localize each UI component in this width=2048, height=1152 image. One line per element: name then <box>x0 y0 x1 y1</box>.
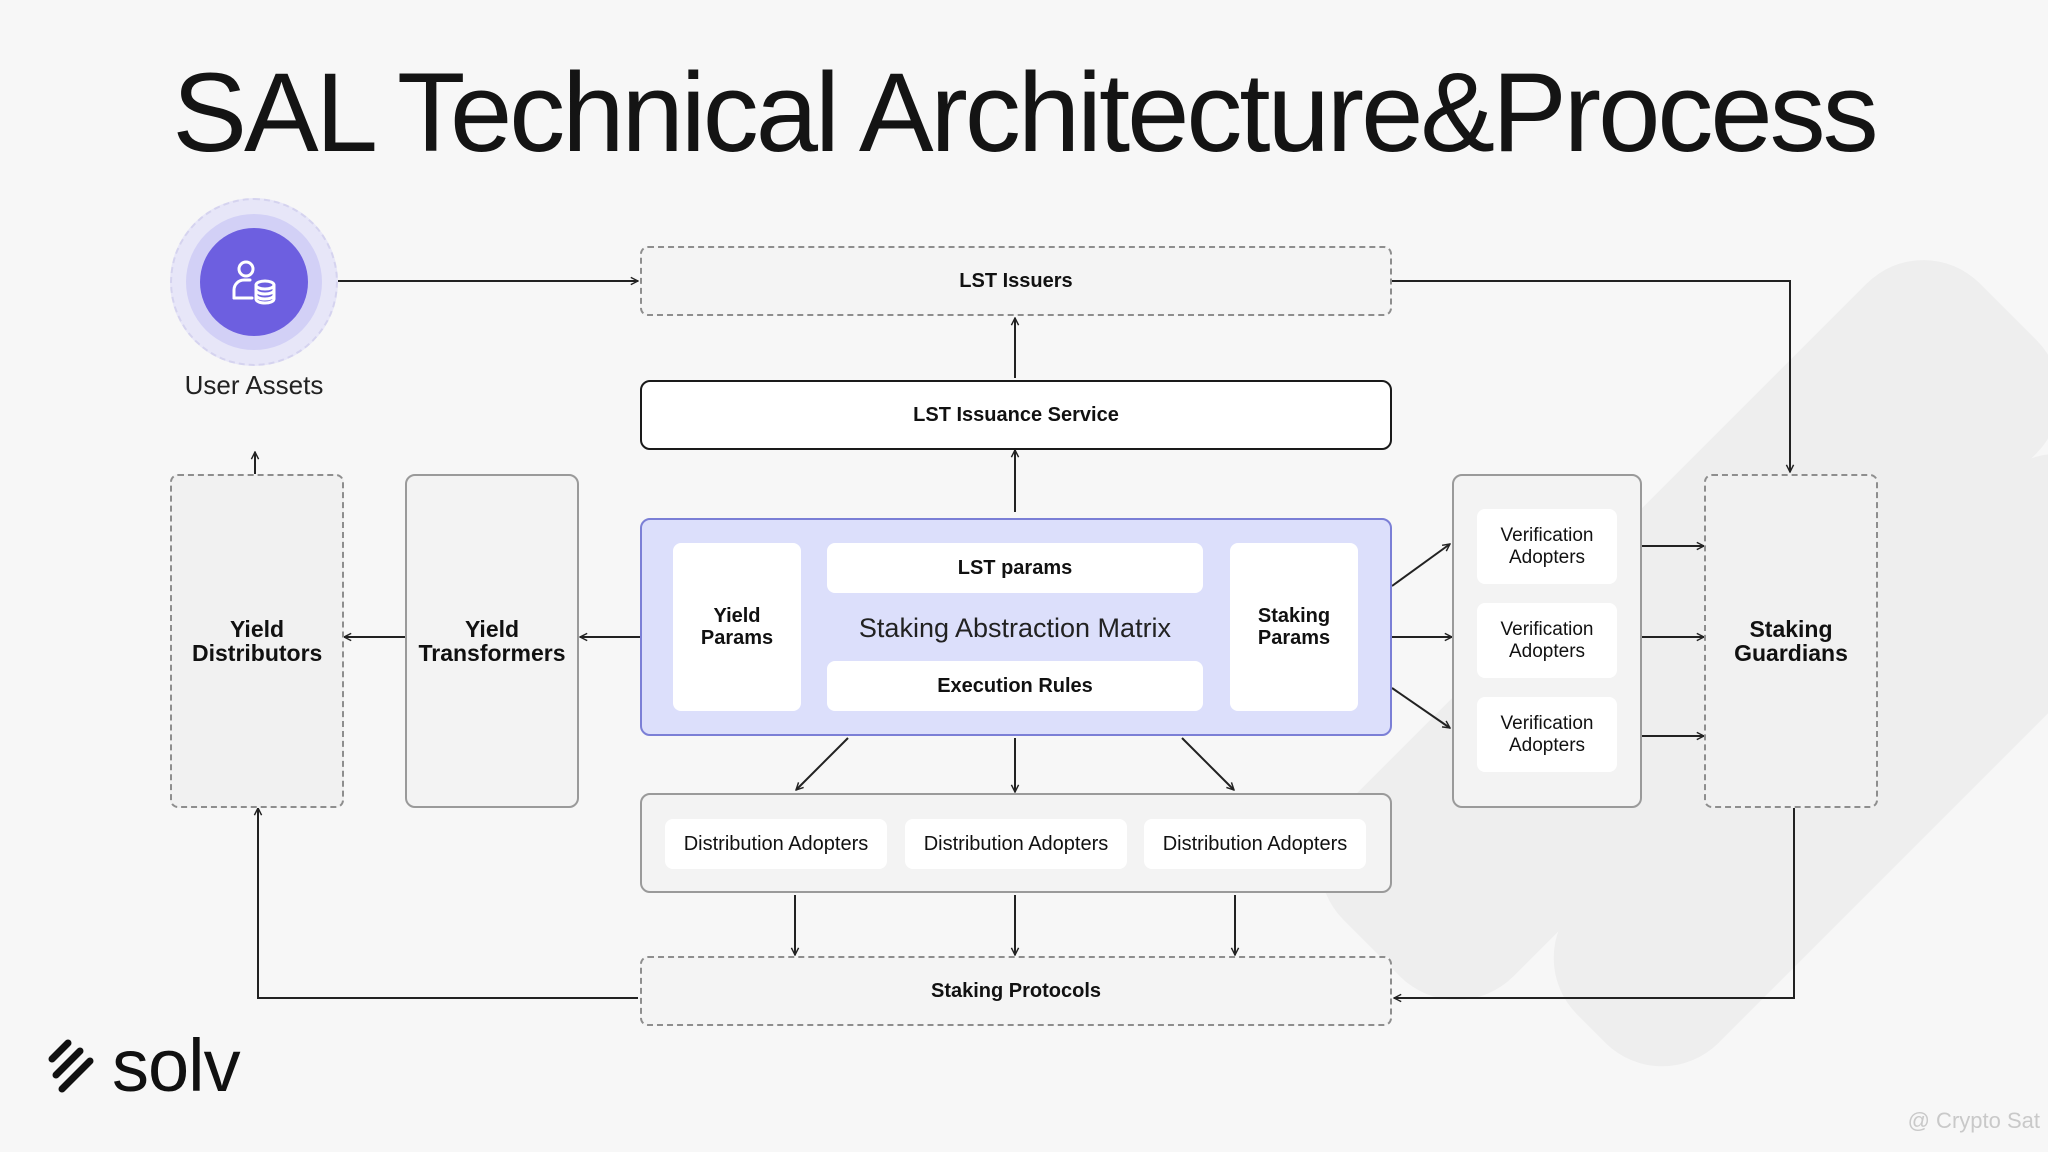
staking-protocols-label: Staking Protocols <box>930 980 1102 1002</box>
solv-logo-icon <box>48 1039 94 1093</box>
staking-params-label: Staking Params <box>1257 605 1331 649</box>
lst-issuance-service-node: LST Issuance Service <box>640 380 1392 450</box>
watermark: @ Crypto Sat <box>1907 1108 2040 1133</box>
execution-rules-card: Execution Rules <box>827 661 1203 711</box>
user-assets-label: User Assets <box>184 370 324 400</box>
distribution-adopter-card: Distribution Adopters <box>1144 819 1366 869</box>
lst-issuers-label: LST Issuers <box>959 270 1073 292</box>
staking-params-card: Staking Params <box>1230 543 1358 711</box>
yield-params-card: Yield Params <box>673 543 801 711</box>
lst-params-label: LST params <box>957 557 1073 579</box>
verification-adopter-card: Verification Adopters <box>1477 697 1617 772</box>
distribution-adopter-label: Distribution Adopters <box>683 833 869 855</box>
execution-rules-label: Execution Rules <box>937 675 1093 697</box>
verification-adopter-card: Verification Adopters <box>1477 603 1617 678</box>
lst-params-card: LST params <box>827 543 1203 593</box>
verification-adopter-label: Verification Adopters <box>1500 712 1594 756</box>
yield-params-label: Yield Params <box>700 605 774 649</box>
staking-guardians-label: Staking Guardians <box>1734 616 1848 666</box>
user-coins-icon <box>200 228 308 336</box>
solv-logo: solv <box>48 1024 241 1107</box>
staking-guardians-node: Staking Guardians <box>1704 474 1878 808</box>
verification-adopter-label: Verification Adopters <box>1500 618 1594 662</box>
lst-issuers-node: LST Issuers <box>640 246 1392 316</box>
verification-adopter-label: Verification Adopters <box>1500 524 1594 568</box>
verification-adopter-card: Verification Adopters <box>1477 509 1617 584</box>
distribution-adopter-card: Distribution Adopters <box>665 819 887 869</box>
page-title: SAL Technical Architecture&Process <box>172 50 1878 175</box>
distribution-adopter-label: Distribution Adopters <box>923 833 1109 855</box>
staking-protocols-node: Staking Protocols <box>640 956 1392 1026</box>
matrix-title: Staking Abstraction Matrix <box>827 604 1203 652</box>
lst-issuance-service-label: LST Issuance Service <box>913 404 1119 426</box>
solv-logo-text: solv <box>112 1023 241 1107</box>
yield-transformers-label: Yield Transformers <box>418 616 566 666</box>
yield-distributors-node: Yield Distributors <box>170 474 344 808</box>
matrix-title-label: Staking Abstraction Matrix <box>858 613 1172 643</box>
distribution-adopter-label: Distribution Adopters <box>1162 833 1348 855</box>
distribution-adopter-card: Distribution Adopters <box>905 819 1127 869</box>
yield-distributors-label: Yield Distributors <box>192 616 323 666</box>
yield-transformers-node: Yield Transformers <box>405 474 579 808</box>
